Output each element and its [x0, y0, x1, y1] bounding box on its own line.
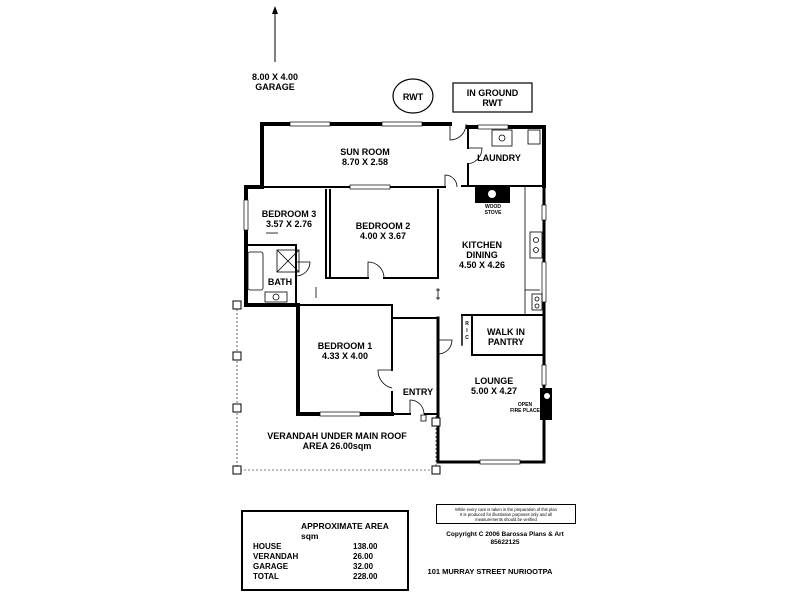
laundry-label: LAUNDRY [477, 153, 521, 163]
area-table-title: APPROXIMATE AREA sqm [301, 521, 389, 541]
rainwater-tank-icon [392, 78, 434, 114]
bath-label: BATH [267, 277, 293, 287]
inground-tank-box [452, 82, 533, 113]
disclaimer-box: While every care is taken in the prepara… [436, 504, 576, 524]
rwt-label: RWT [402, 92, 424, 102]
verandah-posts [232, 300, 441, 475]
north-arrow-icon [272, 6, 278, 62]
address-text: 101 MURRAY STREET NURIOOTPA [427, 567, 553, 576]
entry-label: ENTRY [402, 387, 434, 397]
